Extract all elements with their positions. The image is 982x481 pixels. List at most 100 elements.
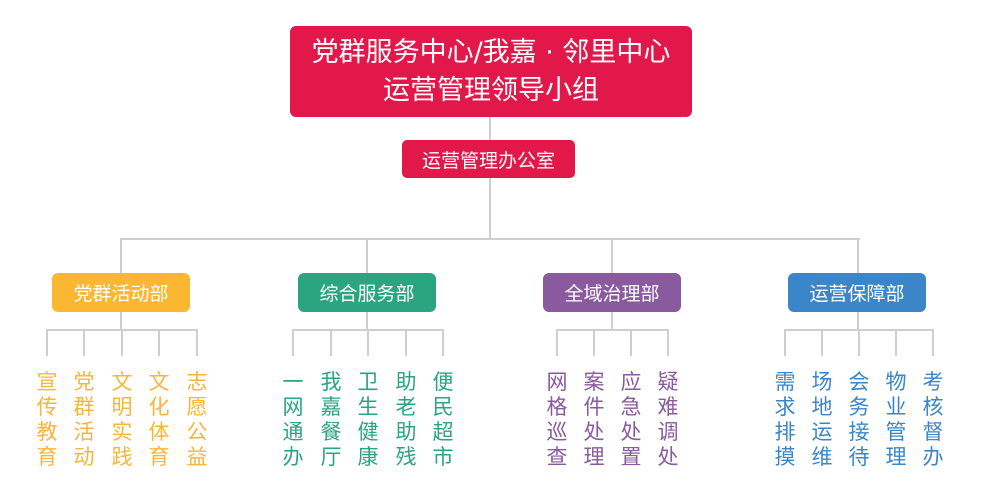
function-char: 求 <box>774 395 796 419</box>
root-title-line1: 党群服务中心/我嘉 · 邻里中心 <box>311 36 671 68</box>
root-title-line2: 运营管理领导小组 <box>383 74 599 106</box>
function-char: 卫 <box>357 370 379 394</box>
function-char: 实 <box>111 420 133 444</box>
function-item: 网格巡查 <box>545 370 569 470</box>
function-char: 文 <box>111 370 133 394</box>
connector-office-trunk <box>489 178 491 238</box>
function-item: 志愿公益 <box>185 370 209 470</box>
function-item: 会务接待 <box>847 370 871 470</box>
function-char: 物 <box>885 370 907 394</box>
function-char: 益 <box>186 445 208 469</box>
connector-sub-leaf <box>667 329 669 356</box>
function-char: 考 <box>922 370 944 394</box>
connector-dept-2 <box>366 238 368 273</box>
function-char: 查 <box>546 445 568 469</box>
function-char: 处 <box>620 420 642 444</box>
function-item: 物业管理 <box>884 370 908 470</box>
function-char: 厅 <box>320 445 342 469</box>
function-char: 排 <box>774 420 796 444</box>
function-char: 育 <box>148 445 170 469</box>
function-char: 化 <box>148 395 170 419</box>
function-char: 便 <box>432 370 454 394</box>
function-char: 疑 <box>657 370 679 394</box>
function-char: 通 <box>282 420 304 444</box>
function-item: 我嘉餐厅 <box>319 370 343 470</box>
function-char: 传 <box>36 395 58 419</box>
connector-sub-trunk-1 <box>120 312 122 330</box>
function-item: 便民超市 <box>431 370 455 470</box>
function-char: 活 <box>73 420 95 444</box>
function-char: 志 <box>186 370 208 394</box>
connector-sub-leaf <box>895 329 897 356</box>
function-char: 践 <box>111 445 133 469</box>
function-char: 核 <box>922 395 944 419</box>
connector-sub-trunk-3 <box>611 312 613 330</box>
function-item: 疑难调处 <box>656 370 680 470</box>
function-char: 公 <box>186 420 208 444</box>
function-char: 网 <box>546 370 568 394</box>
function-char: 业 <box>885 395 907 419</box>
function-char: 育 <box>36 445 58 469</box>
office-label: 运营管理办公室 <box>421 149 555 172</box>
function-char: 体 <box>148 420 170 444</box>
function-char: 超 <box>432 420 454 444</box>
function-char: 助 <box>395 370 417 394</box>
function-char: 愿 <box>186 395 208 419</box>
function-char: 老 <box>395 395 417 419</box>
function-char: 接 <box>848 420 870 444</box>
function-item: 一网通办 <box>281 370 305 470</box>
function-char: 处 <box>583 420 605 444</box>
connector-sub-leaf <box>630 329 632 356</box>
function-char: 办 <box>922 445 944 469</box>
function-char: 康 <box>357 445 379 469</box>
function-char: 餐 <box>320 420 342 444</box>
function-char: 场 <box>811 370 833 394</box>
function-item: 应急处置 <box>619 370 643 470</box>
connector-sub-leaf <box>821 329 823 356</box>
function-item: 案件处理 <box>582 370 606 470</box>
function-char: 明 <box>111 395 133 419</box>
function-char: 文 <box>148 370 170 394</box>
function-char: 件 <box>583 395 605 419</box>
connector-sub-leaf <box>46 329 48 356</box>
function-char: 群 <box>73 395 95 419</box>
dept-label: 全域治理部 <box>564 283 660 305</box>
function-item: 文化体育 <box>147 370 171 470</box>
function-char: 置 <box>620 445 642 469</box>
function-char: 待 <box>848 445 870 469</box>
function-char: 督 <box>922 420 944 444</box>
function-char: 党 <box>73 370 95 394</box>
connector-sub-leaf <box>858 329 860 356</box>
connector-sub-leaf <box>556 329 558 356</box>
function-char: 应 <box>620 370 642 394</box>
function-char: 动 <box>73 445 95 469</box>
function-item: 需求排摸 <box>773 370 797 470</box>
function-char: 办 <box>282 445 304 469</box>
dept-label: 综合服务部 <box>319 283 415 305</box>
function-char: 一 <box>282 370 304 394</box>
function-char: 摸 <box>774 445 796 469</box>
function-char: 嘉 <box>320 395 342 419</box>
function-char: 处 <box>657 445 679 469</box>
function-char: 理 <box>583 445 605 469</box>
dept-node-general-services: 综合服务部 <box>298 273 436 312</box>
dept-label: 运营保障部 <box>809 283 905 305</box>
function-char: 健 <box>357 420 379 444</box>
connector-sub-leaf <box>593 329 595 356</box>
function-char: 教 <box>36 420 58 444</box>
connector-sub-leaf <box>442 329 444 356</box>
connector-sub-leaf <box>367 329 369 356</box>
function-char: 会 <box>848 370 870 394</box>
connector-dept-1 <box>120 238 122 273</box>
connector-root-office <box>489 117 491 140</box>
function-item: 助老助残 <box>394 370 418 470</box>
function-char: 我 <box>320 370 342 394</box>
connector-sub-leaf <box>330 329 332 356</box>
function-char: 运 <box>811 420 833 444</box>
function-char: 需 <box>774 370 796 394</box>
function-item: 场地运维 <box>810 370 834 470</box>
function-char: 宣 <box>36 370 58 394</box>
function-char: 生 <box>357 395 379 419</box>
function-char: 维 <box>811 445 833 469</box>
function-char: 市 <box>432 445 454 469</box>
